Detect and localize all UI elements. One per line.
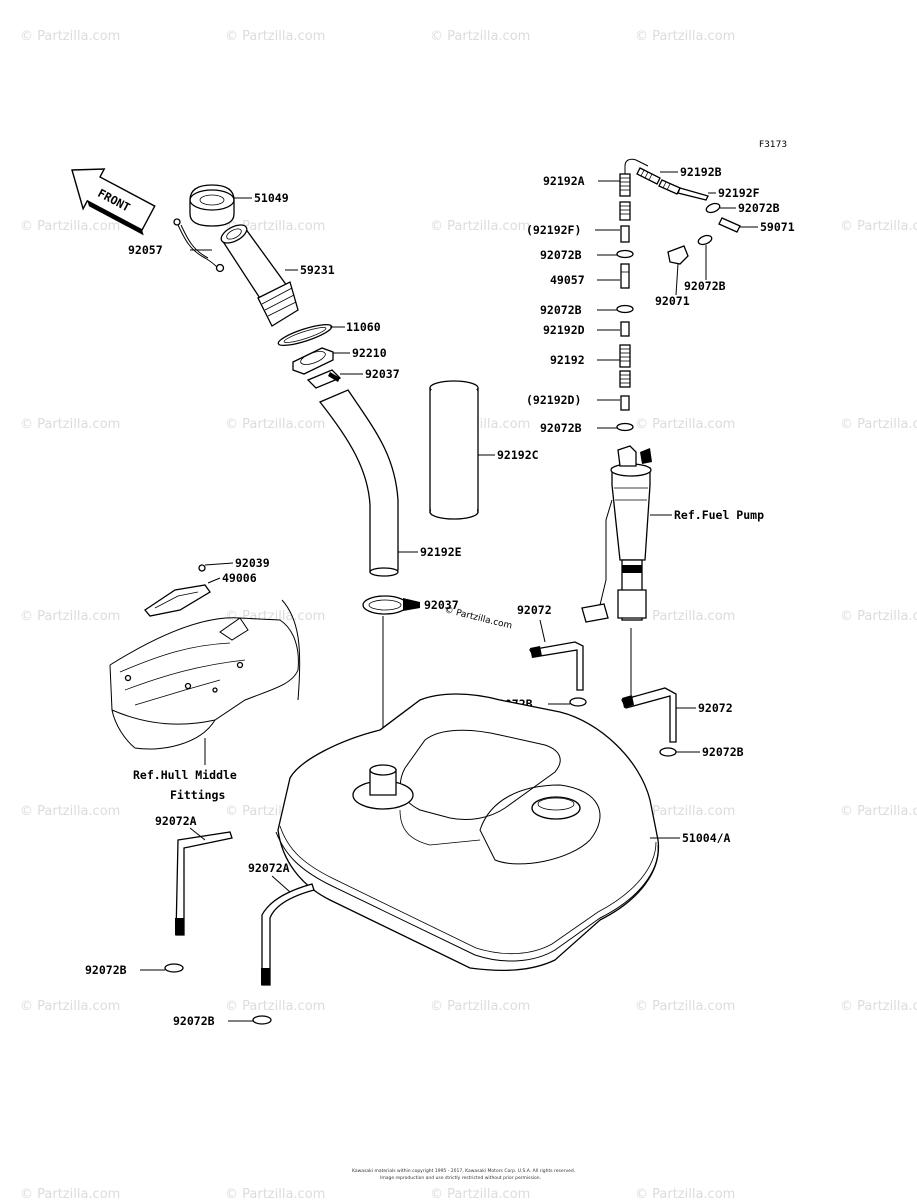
watermark: © Partzilla.com [840, 219, 917, 234]
watermark-overlay: © Partzilla.com [443, 605, 513, 632]
part-label: 92057 [128, 243, 163, 257]
watermark: © Partzilla.com [635, 29, 735, 44]
part-label: 92072A [248, 861, 290, 875]
clip-92072B-left: 92072B [85, 963, 184, 977]
part-label: 92072A [155, 814, 197, 828]
tether-92057: 92057 [128, 218, 225, 273]
watermark: © Partzilla.com [225, 1187, 325, 1200]
watermark: © Partzilla.com [635, 804, 735, 819]
watermark: © Partzilla.com [20, 999, 120, 1014]
figure-code: F3173 [759, 140, 787, 150]
filler-neck-59231: 59231 [220, 224, 335, 327]
part-label: 92072B [702, 745, 744, 759]
hull-middle-fittings: 92039 49006 Ref.Hull Middle Fittings [109, 556, 301, 802]
watermark: © Partzilla.com [840, 804, 917, 819]
copyright-line: Image reproduction and use strictly rest… [380, 1175, 541, 1181]
watermark: © Partzilla.com [20, 29, 120, 44]
watermark: © Partzilla.com [430, 999, 530, 1014]
strap-92072-upper: 92072 [517, 603, 584, 691]
part-label: 92192F [718, 186, 760, 200]
fuel-cap-51049: 51049 [189, 184, 289, 227]
watermark: © Partzilla.com [225, 999, 325, 1014]
part-label: 92039 [235, 556, 270, 570]
watermark: © Partzilla.com [840, 609, 917, 624]
part-label: 92072 [517, 603, 552, 617]
part-label: 92192 [550, 353, 585, 367]
watermark: © Partzilla.com [225, 29, 325, 44]
hose-92192E: 92192E [318, 389, 462, 577]
nut-92210: 92210 [292, 346, 387, 375]
part-label: 92072 [698, 701, 733, 715]
part-label: 59071 [760, 220, 795, 234]
part-label: 92192C [497, 448, 539, 462]
part-label: 92072B [540, 421, 582, 435]
strap-92072A-right: 92072A [248, 861, 315, 986]
watermark-layer: © Partzilla.com © Partzilla.com © Partzi… [20, 29, 917, 1200]
part-label: 11060 [346, 320, 381, 334]
part-label: 92192B [680, 165, 722, 179]
watermark: © Partzilla.com [225, 609, 325, 624]
strap-92072A-left: 92072A [155, 814, 233, 936]
watermark: © Partzilla.com [225, 417, 325, 432]
ref-label: Ref.Fuel Pump [674, 508, 764, 522]
part-label: 51049 [254, 191, 289, 205]
part-label: 49006 [222, 571, 257, 585]
part-label: 92072B [684, 279, 726, 293]
part-label: 92072B [738, 201, 780, 215]
part-label: 92071 [655, 294, 690, 308]
watermark: © Partzilla.com [430, 29, 530, 44]
watermark: © Partzilla.com [635, 999, 735, 1014]
watermark: © Partzilla.com [635, 417, 735, 432]
copyright-line: Kawasaki materials within copyright 1995… [352, 1168, 575, 1174]
part-label: 92192E [420, 545, 462, 559]
ref-label: Fittings [170, 788, 225, 802]
hose-92192C: 92192C [429, 380, 539, 520]
watermark: © Partzilla.com [840, 417, 917, 432]
part-label: 92072B [85, 963, 127, 977]
part-label: 59231 [300, 263, 335, 277]
part-label: 92072B [540, 248, 582, 262]
watermark: © Partzilla.com [20, 1187, 120, 1200]
watermark: © Partzilla.com [20, 417, 120, 432]
clip-92072B-lower: 92072B [659, 745, 744, 759]
watermark: © Partzilla.com [635, 609, 735, 624]
watermark: © Partzilla.com [20, 609, 120, 624]
part-label: 92192D [543, 323, 585, 337]
part-label: 92072B [540, 303, 582, 317]
strap-92072-lower: 92072 [621, 687, 733, 743]
watermark: © Partzilla.com [840, 999, 917, 1014]
clip-92072B-right: 92072B [173, 1014, 272, 1028]
fuel-tank-51004A: 51004/A [275, 693, 731, 972]
part-label: (92192F) [526, 223, 581, 237]
watermark: © Partzilla.com [430, 219, 530, 234]
watermark: © Partzilla.com [20, 219, 120, 234]
front-arrow-icon: FRONT [71, 168, 156, 236]
part-label: (92192D) [526, 393, 581, 407]
gasket-11060: 11060 [277, 320, 381, 347]
watermark: © Partzilla.com [225, 219, 325, 234]
part-label: 49057 [550, 273, 585, 287]
part-label: 92072B [173, 1014, 215, 1028]
part-label: 92037 [365, 367, 400, 381]
part-label: 92210 [352, 346, 387, 360]
watermark: © Partzilla.com [430, 1187, 530, 1200]
part-label: 51004/A [682, 831, 731, 845]
clamp-92037: 92037 [306, 367, 400, 389]
fuel-pump-hose-stack: 92192A 92192B 92192F 92072B 59071 92071 … [526, 158, 795, 695]
watermark: © Partzilla.com [635, 1187, 735, 1200]
ref-label: Ref.Hull Middle [133, 768, 237, 782]
part-label: 92037 [424, 598, 459, 612]
part-label: 92192A [543, 174, 585, 188]
watermark: © Partzilla.com [20, 804, 120, 819]
